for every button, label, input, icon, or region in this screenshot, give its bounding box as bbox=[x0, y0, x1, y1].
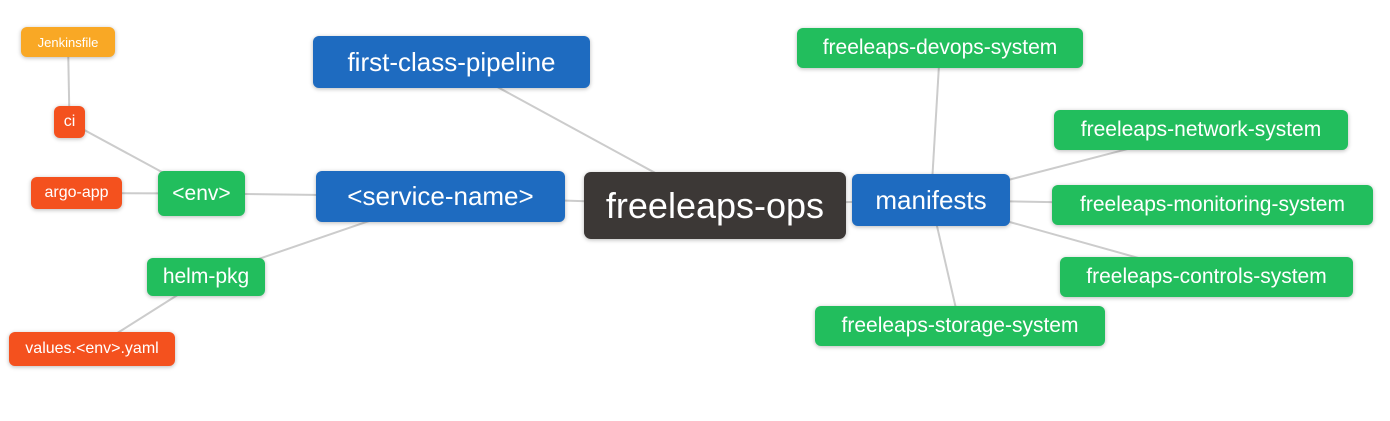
node-argo-app[interactable]: argo-app bbox=[31, 177, 122, 209]
node-label: manifests bbox=[875, 184, 987, 215]
node-label: <env> bbox=[172, 181, 231, 205]
node-values-env-yaml[interactable]: values.<env>.yaml bbox=[9, 332, 175, 366]
node-label: argo-app bbox=[44, 184, 109, 201]
node-service-name[interactable]: <service-name> bbox=[316, 171, 565, 222]
node-network-system[interactable]: freeleaps-network-system bbox=[1054, 110, 1348, 150]
node-devops-system[interactable]: freeleaps-devops-system bbox=[797, 28, 1083, 68]
node-first-class-pipeline[interactable]: first-class-pipeline bbox=[313, 36, 590, 88]
node-manifests[interactable]: manifests bbox=[852, 174, 1010, 226]
node-controls-system[interactable]: freeleaps-controls-system bbox=[1060, 257, 1353, 297]
node-label: freeleaps-devops-system bbox=[822, 36, 1058, 59]
node-freeleaps-ops-root[interactable]: freeleaps-ops bbox=[584, 172, 846, 239]
node-label: freeleaps-storage-system bbox=[841, 314, 1079, 337]
node-label: freeleaps-controls-system bbox=[1086, 265, 1327, 288]
node-label: ci bbox=[63, 113, 76, 130]
node-label: values.<env>.yaml bbox=[25, 340, 159, 357]
node-env[interactable]: <env> bbox=[158, 171, 245, 216]
node-label: <service-name> bbox=[347, 181, 534, 211]
node-label: freeleaps-monitoring-system bbox=[1080, 193, 1345, 216]
node-jenkinsfile[interactable]: Jenkinsfile bbox=[21, 27, 115, 57]
node-label: first-class-pipeline bbox=[347, 46, 556, 77]
node-storage-system[interactable]: freeleaps-storage-system bbox=[815, 306, 1105, 346]
node-label: helm-pkg bbox=[162, 265, 250, 288]
node-label: Jenkinsfile bbox=[37, 34, 99, 50]
node-label: freeleaps-ops bbox=[605, 184, 825, 226]
node-label: freeleaps-network-system bbox=[1080, 118, 1322, 141]
node-ci[interactable]: ci bbox=[54, 106, 85, 138]
node-helm-pkg[interactable]: helm-pkg bbox=[147, 258, 265, 296]
node-monitoring-system[interactable]: freeleaps-monitoring-system bbox=[1052, 185, 1373, 225]
